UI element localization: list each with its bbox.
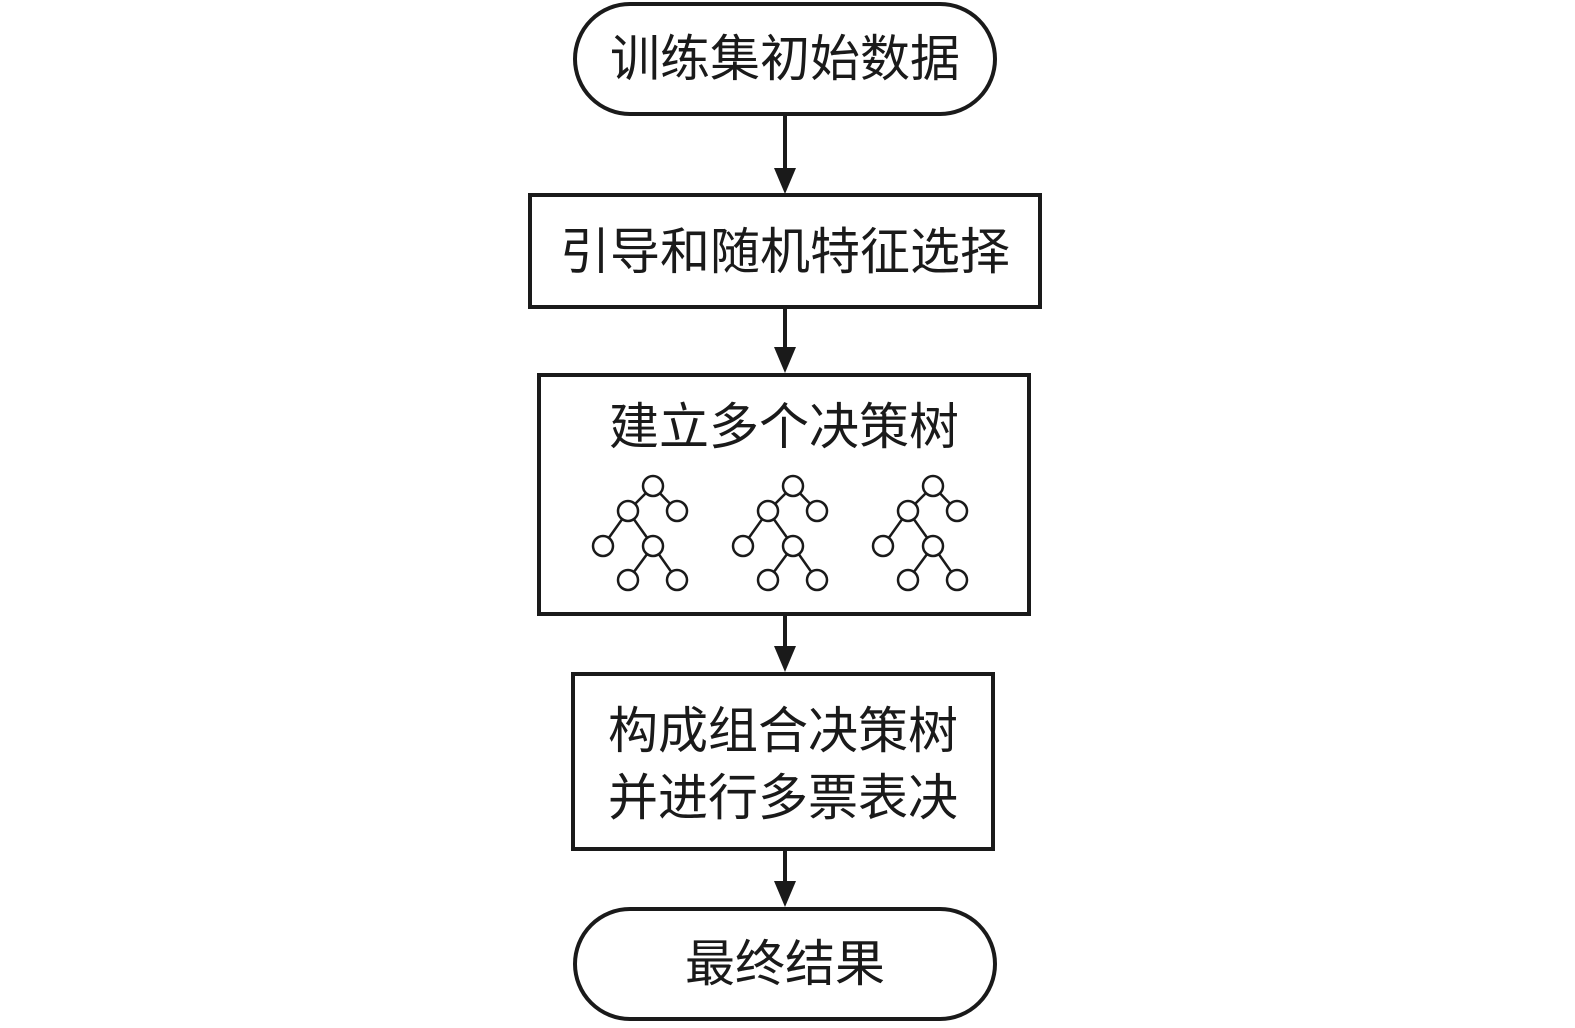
tree-node xyxy=(616,568,640,592)
tree-node xyxy=(731,534,755,558)
tree-node xyxy=(945,568,969,592)
tree-node xyxy=(641,534,665,558)
start-label: 训练集初始数据 xyxy=(610,30,960,88)
arrow-start-to-step1 xyxy=(774,114,796,194)
end-label: 最终结果 xyxy=(685,935,885,993)
tree-node xyxy=(665,499,689,523)
tree-node xyxy=(945,499,969,523)
end-terminal: 最终结果 xyxy=(573,907,997,1021)
step-ensemble-vote-box xyxy=(571,672,995,851)
decision-tree-icon xyxy=(731,474,829,592)
tree-node xyxy=(781,534,805,558)
tree-node xyxy=(921,534,945,558)
step-ensemble-vote-label-line1: 构成组合决策树 xyxy=(608,702,958,760)
arrow-step1-to-step2 xyxy=(774,307,796,373)
decision-tree-icon xyxy=(871,474,969,592)
tree-node xyxy=(641,474,665,498)
tree-node xyxy=(591,534,615,558)
step-ensemble-vote: 构成组合决策树 并进行多票表决 xyxy=(571,672,995,851)
tree-node xyxy=(805,568,829,592)
step-build-trees: 建立多个决策树 xyxy=(537,373,1031,616)
tree-node xyxy=(805,499,829,523)
tree-node xyxy=(896,499,920,523)
tree-node xyxy=(896,568,920,592)
start-terminal: 训练集初始数据 xyxy=(573,2,997,116)
step-feature-selection-box xyxy=(528,193,1042,309)
tree-node xyxy=(756,568,780,592)
step-build-trees-label: 建立多个决策树 xyxy=(609,398,959,456)
step-feature-selection: 引导和随机特征选择 xyxy=(528,193,1042,309)
tree-node xyxy=(921,474,945,498)
tree-node xyxy=(616,499,640,523)
step-ensemble-vote-label-line2: 并进行多票表决 xyxy=(608,769,958,827)
decision-tree-icon xyxy=(591,474,689,592)
tree-node xyxy=(871,534,895,558)
tree-node xyxy=(665,568,689,592)
step-feature-selection-label: 引导和随机特征选择 xyxy=(560,223,1010,281)
end-terminal-shape xyxy=(573,907,997,1021)
decision-trees-group xyxy=(591,474,969,592)
arrow-step3-to-end xyxy=(774,849,796,907)
arrow-step2-to-step3 xyxy=(774,614,796,672)
tree-node xyxy=(756,499,780,523)
tree-node xyxy=(781,474,805,498)
